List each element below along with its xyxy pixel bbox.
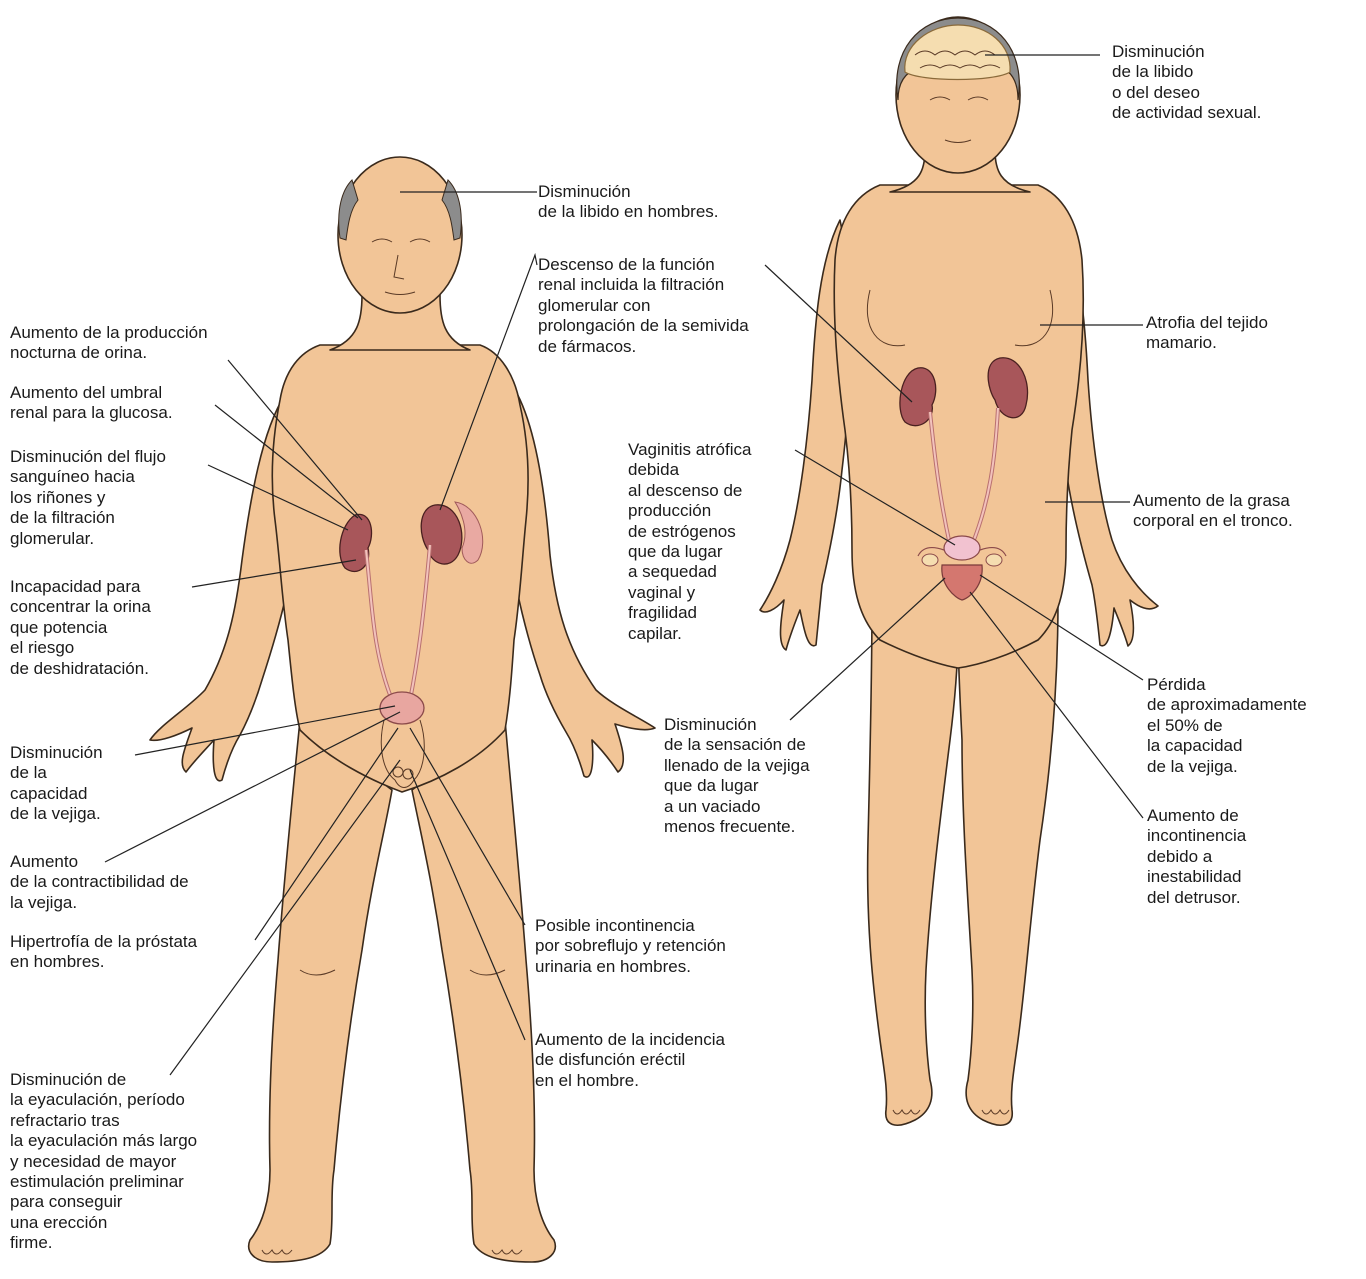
female-label-breast: Atrofia del tejido mamario.: [1146, 313, 1268, 354]
male-label-nocturia: Aumento de la producción nocturna de ori…: [10, 323, 208, 364]
male-torso: [272, 345, 528, 792]
female-label-libido: Disminución de la libido o del deseo de …: [1112, 42, 1261, 124]
male-label-contractility: Aumento de la contractibilidad de la vej…: [10, 852, 189, 913]
male-label-bladder-capacity: Disminución de la capacidad de la vejiga…: [10, 743, 103, 825]
female-left-leg: [868, 600, 958, 1125]
female-label-incontinence: Aumento de incontinencia debido a inesta…: [1147, 806, 1246, 908]
female-label-fat: Aumento de la grasa corporal en el tronc…: [1133, 491, 1293, 532]
female-right-leg: [958, 600, 1058, 1125]
female-label-vaginitis: Vaginitis atrófica debida al descenso de…: [628, 440, 751, 644]
male-right-leg: [412, 720, 555, 1262]
female-label-filling-sensation: Disminución de la sensación de llenado d…: [664, 715, 810, 837]
male-label-renal-function: Descenso de la función renal incluida la…: [538, 255, 749, 357]
male-label-libido: Disminución de la libido en hombres.: [538, 182, 719, 223]
male-head: [338, 157, 462, 313]
female-uterus: [944, 536, 980, 560]
male-label-blood-flow: Disminución del flujo sanguíneo hacia lo…: [10, 447, 166, 549]
male-label-prostate: Hipertrofía de la próstata en hombres.: [10, 932, 197, 973]
female-label-capacity-loss: Pérdida de aproximadamente el 50% de la …: [1147, 675, 1307, 777]
female-figure: [760, 17, 1158, 1125]
male-label-ejaculation: Disminución de la eyaculación, período r…: [10, 1070, 197, 1254]
male-label-concentrate: Incapacidad para concentrar la orina que…: [10, 577, 151, 679]
male-label-glucose-threshold: Aumento del umbral renal para la glucosa…: [10, 383, 173, 424]
male-label-overflow: Posible incontinencia por sobreflujo y r…: [535, 916, 726, 977]
male-label-erectile: Aumento de la incidencia de disfunción e…: [535, 1030, 725, 1091]
